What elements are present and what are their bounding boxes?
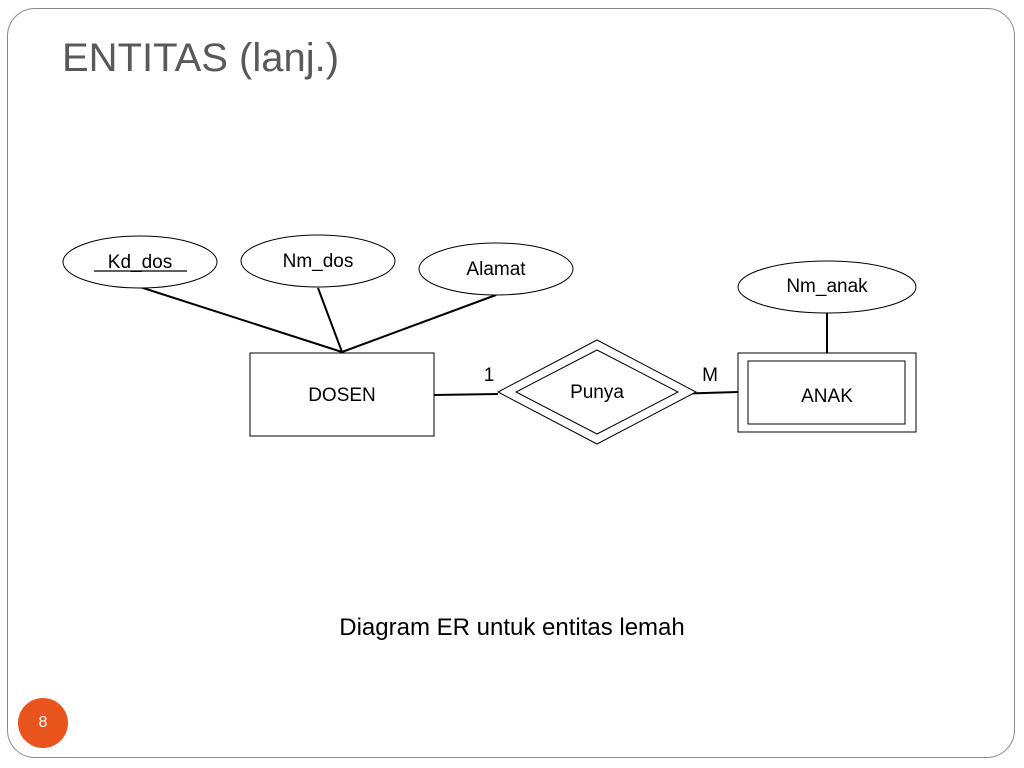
relationship-punya: Punya [496,339,698,445]
attribute-alamat-label: Alamat [466,259,526,280]
attribute-kd-dos-label: Kd_dos [108,252,172,273]
page-number-badge: 8 [18,698,68,748]
attribute-nm-anak: Nm_anak [737,260,917,314]
page-number: 8 [38,714,48,731]
cardinality-anak-side: M [702,365,718,386]
connector-alamat-dosen [341,294,497,353]
attribute-kd-dos: Kd_dos [62,235,218,289]
relationship-punya-label: Punya [570,382,624,403]
attribute-nm-anak-label: Nm_anak [786,276,868,297]
entity-anak: ANAK [737,352,917,433]
attribute-nm-dos: Nm_dos [240,234,396,288]
connector-nm-dos-dosen [317,287,343,353]
entity-dosen: DOSEN [249,352,435,437]
diagram-caption: Diagram ER untuk entitas lemah [339,614,685,641]
connector-kd-dos-dosen [139,286,343,353]
attribute-nm-dos-label: Nm_dos [283,251,354,272]
slide-frame [7,8,1015,758]
entity-anak-label: ANAK [801,386,853,407]
slide-title: ENTITAS (lanj.) [62,36,340,80]
entity-dosen-label: DOSEN [308,385,376,406]
attribute-alamat: Alamat [418,242,574,296]
cardinality-dosen-side: 1 [484,365,495,386]
connector-dosen-punya [433,393,499,396]
